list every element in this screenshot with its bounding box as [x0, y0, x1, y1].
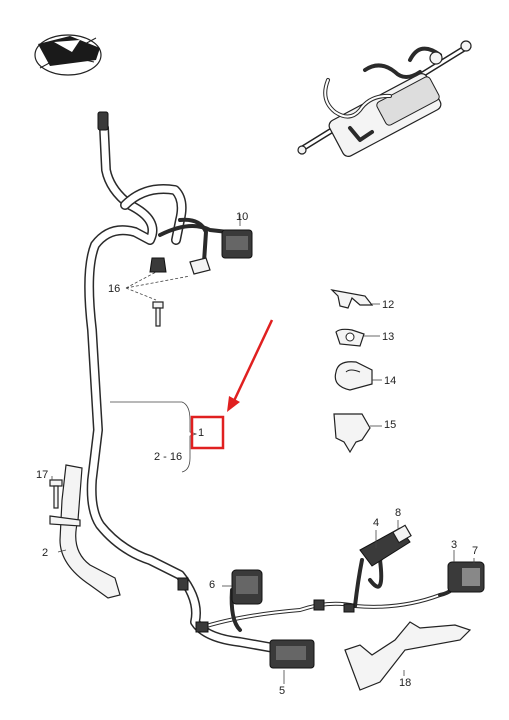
part-12-clip — [330, 289, 374, 309]
callout-17: 17 — [36, 469, 48, 481]
callout-15: 15 — [384, 419, 396, 431]
part-17-bolt — [49, 479, 63, 509]
part-6-connector — [231, 569, 263, 605]
callout-4: 4 — [373, 517, 379, 529]
highlight-box — [190, 415, 225, 450]
steering-rack-illustration — [297, 40, 472, 157]
assembly-bracket-line — [110, 401, 198, 473]
main-wiring-harness — [84, 111, 462, 655]
part-13-clip — [335, 328, 365, 347]
callout-13: 13 — [382, 331, 394, 343]
part-3-7-connector — [447, 561, 485, 593]
orientation-car-icon — [34, 34, 102, 76]
part-15-clip — [333, 413, 371, 454]
part-14-clip — [334, 361, 373, 391]
callout-8: 8 — [395, 507, 401, 519]
callout-5: 5 — [279, 685, 285, 697]
callout-16: 16 — [108, 283, 120, 295]
part-16-nut-and-bolt — [125, 257, 211, 327]
callout-14: 14 — [384, 375, 396, 387]
part-10-connector — [221, 214, 253, 259]
part-4-8-sensor-connector — [359, 524, 412, 567]
callout-2-16: 2 - 16 — [154, 451, 182, 463]
highlight-arrowhead — [227, 396, 240, 412]
callout-12: 12 — [382, 299, 394, 311]
callout-6: 6 — [209, 579, 215, 591]
part-18-bracket — [344, 621, 472, 691]
part-5-connector — [269, 639, 315, 669]
callout-7: 7 — [472, 545, 478, 557]
highlight-arrow — [231, 319, 274, 404]
callout-1: 1 — [198, 427, 204, 439]
callout-18: 18 — [399, 677, 411, 689]
callout-10: 10 — [236, 211, 248, 223]
callout-3: 3 — [451, 539, 457, 551]
callout-2: 2 — [42, 547, 48, 559]
part-2-bracket — [49, 464, 121, 599]
